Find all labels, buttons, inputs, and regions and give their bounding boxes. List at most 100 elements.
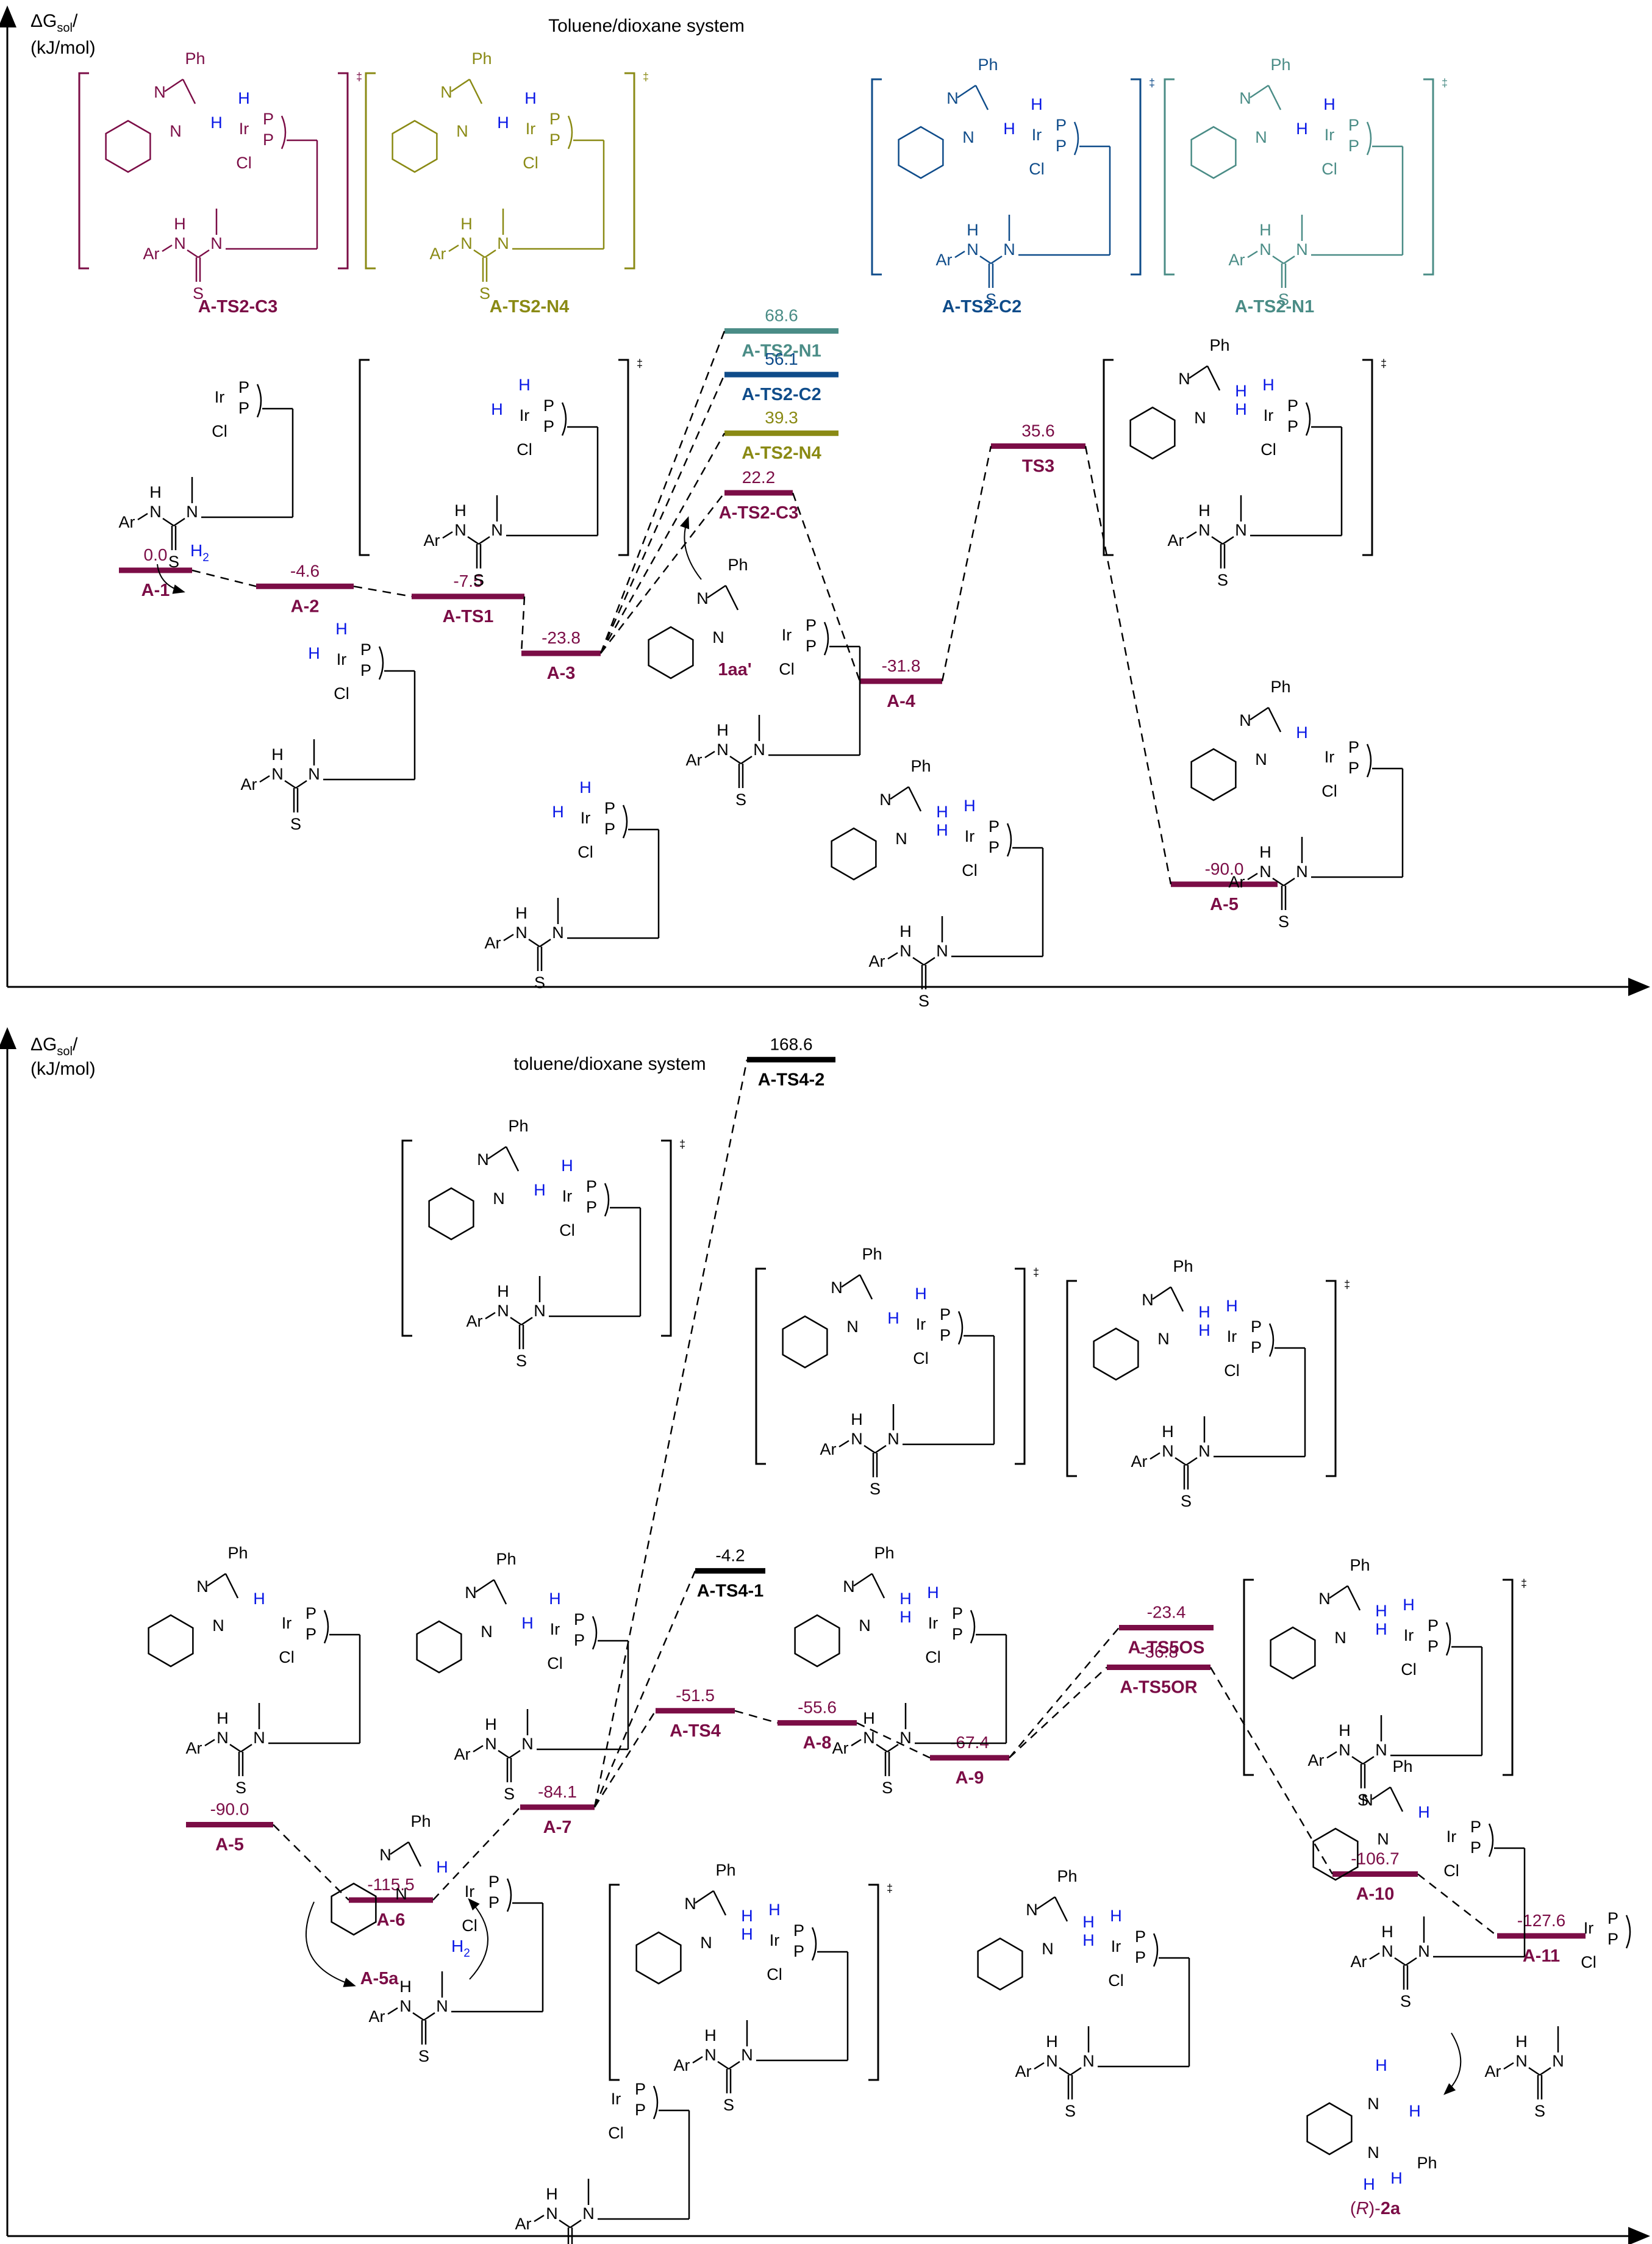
- bond: [1503, 2062, 1514, 2070]
- atom-label: Cl: [1321, 782, 1337, 800]
- atom-label: H: [335, 620, 348, 638]
- atom-label: Ir: [782, 626, 792, 644]
- atom-label: P: [1348, 137, 1359, 155]
- atom-label: H: [1110, 1907, 1122, 1925]
- atom-label: Ph: [471, 49, 492, 68]
- atom-label: Ph: [1417, 2154, 1437, 2172]
- atom-label: N: [253, 1729, 265, 1747]
- bond: [1170, 1286, 1184, 1312]
- bond: [695, 1890, 714, 1904]
- atom-label: S: [1400, 1992, 1411, 2010]
- atom-label: Cl: [279, 1648, 295, 1666]
- atom-label: S: [1278, 290, 1289, 309]
- atom-label: S: [516, 1352, 527, 1370]
- level-a-4: -31.8A-4: [860, 656, 942, 711]
- bottom-panel: ΔGsol/ (kJ/mol) toluene/dioxane system: [0, 1027, 1650, 2244]
- atom-label: Ar: [241, 775, 257, 794]
- atom-label: N: [379, 1846, 392, 1864]
- atom-label: H: [741, 1925, 753, 1943]
- atom-label: Cl: [779, 660, 795, 678]
- level-label: A-9: [956, 1768, 984, 1788]
- bond: [923, 956, 935, 966]
- atom-label: S: [235, 1779, 246, 1797]
- h2-annotation-bottom: H2: [451, 1937, 470, 1960]
- atom-label: H: [253, 1590, 265, 1608]
- atom-label: Ir: [611, 2090, 621, 2108]
- level-label: A-TS2-C2: [742, 385, 821, 404]
- bond: [1351, 1755, 1364, 1765]
- top-ylabel-unit: (kJ/mol): [30, 38, 96, 58]
- atom-label: H: [899, 1608, 912, 1626]
- bond: [954, 250, 965, 259]
- level-label: A-3: [547, 664, 576, 683]
- atom-label: Ir: [1325, 748, 1335, 766]
- atom-label: S: [723, 2096, 734, 2114]
- atom-label: P: [1251, 1317, 1262, 1336]
- pp-arc: [256, 384, 262, 418]
- atom-label: P: [793, 1921, 804, 1940]
- atom-label: Ar: [1485, 2062, 1501, 2081]
- connector-a-3-to-a-ts2-c3: [600, 492, 725, 654]
- atom-label: Cl: [334, 684, 349, 703]
- level-label: A-TS2-N4: [742, 443, 821, 463]
- atom-label: H: [964, 797, 976, 815]
- level-value: -115.5: [367, 1875, 414, 1894]
- atom-label: N: [456, 122, 468, 140]
- atom-label: H: [741, 1907, 753, 1925]
- atom-label: P: [989, 817, 999, 836]
- a5a-arrow-left: [306, 1901, 356, 1987]
- bond: [475, 1579, 495, 1593]
- atom-label: H: [915, 1285, 927, 1303]
- top-panel: ΔGsol/ (kJ/mol) Toluene/dioxane system: [0, 5, 1650, 996]
- bond: [493, 1579, 507, 1605]
- atom-label: N: [962, 128, 974, 146]
- pp-arc: [567, 115, 573, 149]
- bond: [1326, 1751, 1337, 1759]
- bond: [1394, 1957, 1406, 1966]
- connector-a-10-to-a-11: [1417, 1873, 1498, 1937]
- atom-label: N: [753, 740, 765, 759]
- atom-label: H: [534, 1181, 546, 1199]
- atom-label: N: [700, 1934, 712, 1952]
- level-a-9: -67.4A-9: [930, 1733, 1009, 1788]
- atom-label: P: [1287, 396, 1298, 415]
- bond: [864, 1444, 876, 1454]
- connector-a-1-to-a-2: [191, 569, 257, 587]
- bond: [704, 750, 715, 759]
- atom-label: S: [504, 1785, 515, 1803]
- atom-label: P: [1428, 1616, 1439, 1635]
- atom-label: Ir: [1404, 1626, 1414, 1644]
- atom-label: Ph: [1057, 1867, 1077, 1885]
- bond: [1059, 2067, 1071, 2076]
- atom-label: Cl: [913, 1349, 929, 1368]
- bond: [510, 1316, 522, 1326]
- level-value: -31.8: [882, 656, 921, 675]
- atom-label: N: [1239, 89, 1251, 107]
- atom-label: N: [1259, 240, 1271, 259]
- atom-label: H: [497, 1282, 509, 1300]
- atom-label: N: [497, 1302, 509, 1320]
- atom-label: S: [882, 1779, 893, 1797]
- atom-label: H: [149, 483, 162, 501]
- bottom-ylabel: ΔGsol/: [30, 1034, 78, 1058]
- level-value: -90.0: [210, 1800, 249, 1819]
- atom-label: N: [831, 1278, 843, 1297]
- atom-label: N: [552, 923, 564, 942]
- bond: [390, 1841, 409, 1855]
- atom-label: P: [1135, 1927, 1146, 1946]
- atom-label: H: [491, 400, 503, 418]
- atom-label: P: [940, 1305, 951, 1324]
- atom-label: Ir: [1227, 1327, 1237, 1346]
- level-a-ts2-c3: 22.2A-TS2-C3: [719, 468, 799, 523]
- product-release-arrow: [1443, 2032, 1462, 2095]
- atom-label: N: [1367, 2095, 1379, 2113]
- bond: [1371, 1786, 1391, 1801]
- bond: [539, 938, 551, 948]
- atom-label: N: [1296, 240, 1308, 259]
